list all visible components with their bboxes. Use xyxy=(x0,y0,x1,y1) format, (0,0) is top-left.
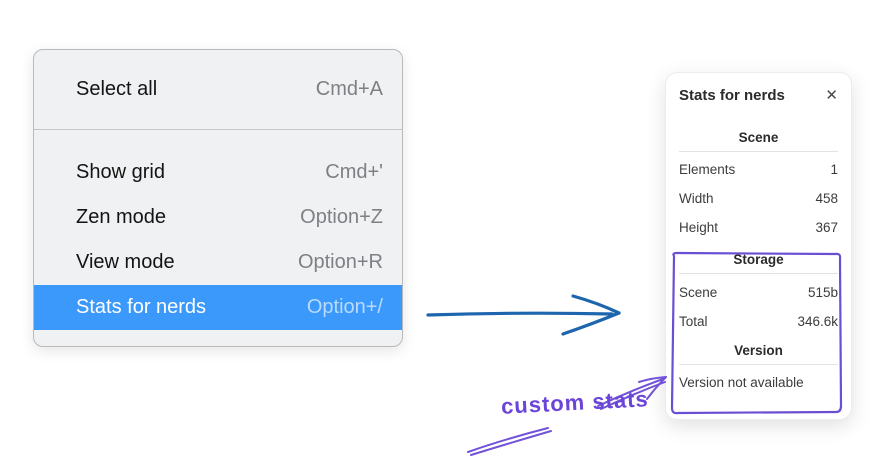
menu-to-panel-arrow-icon xyxy=(426,294,621,336)
menu-item-show-grid[interactable]: Show grid Cmd+' xyxy=(34,150,402,195)
stat-label: Total xyxy=(679,314,708,329)
scene-rows: Elements 1 Width 458 Height 367 xyxy=(666,155,851,242)
menu-item-shortcut: Option+/ xyxy=(306,296,383,318)
stat-value: 515b xyxy=(807,285,838,300)
menu-item-view-mode[interactable]: View mode Option+R xyxy=(34,240,402,285)
storage-section-heading: Storage xyxy=(733,252,784,267)
stats-panel: Stats for nerds ✕ Scene Elements 1 Width… xyxy=(665,72,852,420)
menu-group-top: Select all Cmd+A xyxy=(34,50,402,129)
custom-stats-annotation-label: custom stats xyxy=(500,386,650,419)
menu-item-shortcut: Option+Z xyxy=(300,206,383,228)
menu-divider xyxy=(34,129,402,130)
context-menu: Select all Cmd+A Show grid Cmd+' Zen mod… xyxy=(33,49,403,347)
stats-panel-title: Stats for nerds xyxy=(679,87,785,104)
stat-value: 367 xyxy=(815,220,838,235)
menu-item-zen-mode[interactable]: Zen mode Option+Z xyxy=(34,195,402,240)
menu-item-label: Show grid xyxy=(76,161,165,183)
stat-value: 1 xyxy=(830,162,838,177)
close-icon[interactable]: ✕ xyxy=(825,87,838,104)
stat-label: Elements xyxy=(679,162,736,177)
stat-label: Height xyxy=(679,220,719,235)
stat-label: Scene xyxy=(679,285,718,300)
stat-row-total-size: Total 346.6k xyxy=(666,307,851,336)
menu-item-label: Stats for nerds xyxy=(76,296,207,318)
stats-panel-header: Stats for nerds ✕ xyxy=(666,73,851,104)
menu-item-stats-for-nerds[interactable]: Stats for nerds Option+/ xyxy=(34,285,402,330)
menu-item-shortcut: Cmd+' xyxy=(325,161,383,183)
stat-row-height: Height 367 xyxy=(666,213,851,242)
menu-item-label: Select all xyxy=(76,78,158,100)
stat-label: Width xyxy=(679,191,714,206)
stat-value: 346.6k xyxy=(797,314,838,329)
section-divider xyxy=(679,273,838,274)
stat-value: 458 xyxy=(815,191,838,206)
menu-item-select-all[interactable]: Select all Cmd+A xyxy=(34,67,402,112)
menu-item-shortcut: Option+R xyxy=(297,251,383,273)
stat-row-width: Width 458 xyxy=(666,184,851,213)
scene-section-heading: Scene xyxy=(738,130,779,145)
stat-row-elements: Elements 1 xyxy=(666,155,851,184)
menu-item-label: View mode xyxy=(76,251,175,273)
version-note: Version not available xyxy=(679,375,804,390)
menu-group-view-options: Show grid Cmd+' Zen mode Option+Z View m… xyxy=(34,130,402,330)
stat-row-scene-size: Scene 515b xyxy=(666,278,851,307)
storage-rows: Scene 515b Total 346.6k xyxy=(666,278,851,336)
menu-item-shortcut: Cmd+A xyxy=(315,78,383,100)
menu-item-label: Zen mode xyxy=(76,206,167,228)
version-section-heading: Version xyxy=(734,343,783,358)
section-divider xyxy=(679,151,838,152)
